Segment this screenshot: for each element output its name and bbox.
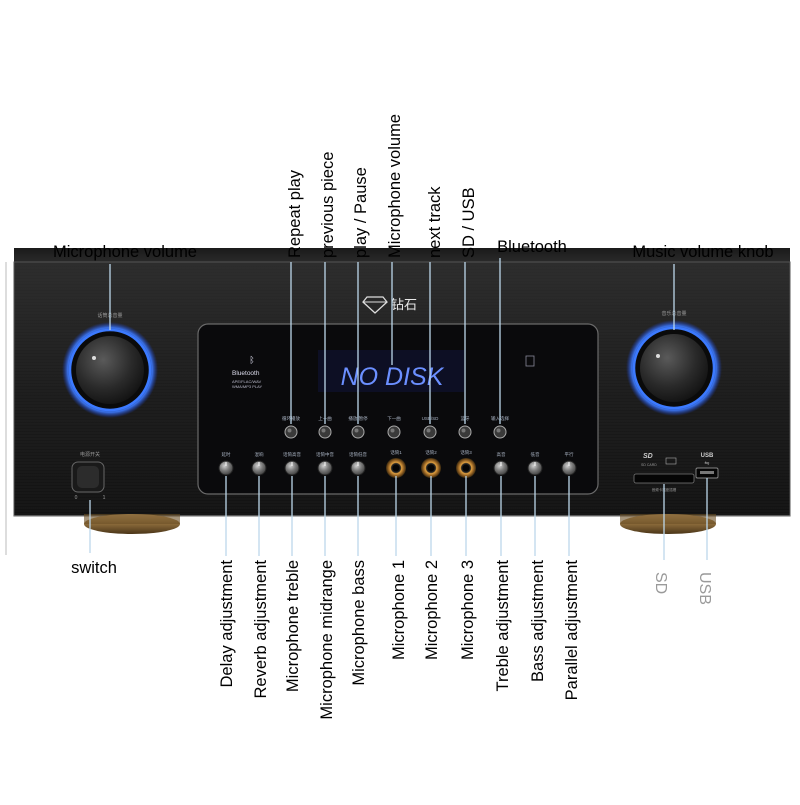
callout-top-vertical-4: Microphone volume (386, 114, 404, 258)
small-knob-5[interactable] (350, 460, 366, 476)
callout-bottom-vertical-8: Microphone 3 (459, 560, 477, 660)
callout-bottom-vertical-6: Microphone 1 (390, 560, 408, 660)
callout-right-vertical-2: USB (696, 572, 713, 605)
callout-top-vertical-6: SD / USB (460, 187, 478, 258)
callout-top-vertical-3: play / Pause (352, 167, 370, 258)
panel-button-label-4: 下一曲 (387, 415, 401, 422)
callout-top-vertical-5: next track (426, 186, 444, 258)
small-knob-label-3: 话筒高音 (283, 451, 301, 458)
brand-logo: 钻石 (362, 296, 417, 314)
panel-button-1[interactable] (284, 425, 298, 439)
right-vertical-callouts: SD USB (652, 572, 713, 605)
tone-knob-2[interactable] (527, 460, 543, 476)
tone-knob-label-2: 低音 (531, 451, 540, 458)
tone-knob-label-1: 高音 (497, 451, 506, 458)
mic-jack-2[interactable] (421, 458, 441, 478)
small-knob-1[interactable] (218, 460, 234, 476)
callout-bottom-vertical-10: Bass adjustment (529, 560, 547, 682)
panel-button-3[interactable] (351, 425, 365, 439)
bottom-vertical-callouts: Delay adjustment Reverb adjustment Microph… (218, 560, 581, 720)
power-position-1: 1 (103, 495, 106, 501)
media-ports: SD SD CARD 音频卡插座插槽 USB ⇋ (633, 453, 719, 492)
callout-bottom-vertical-2: Reverb adjustment (252, 560, 270, 699)
power-position-0: 0 (75, 495, 78, 501)
power-panel-label: 电源开关 (80, 451, 100, 458)
bluetooth-icon: ᛒ (249, 355, 254, 365)
sd-card-mini-icon (665, 457, 677, 465)
tone-knob-label-3: 平行 (565, 451, 574, 458)
sd-card-slot[interactable] (633, 473, 695, 484)
mic-volume-knob[interactable] (62, 322, 158, 418)
display-text: NO DISK (341, 363, 445, 391)
callout-bottom-vertical-7: Microphone 2 (423, 560, 441, 660)
small-knob-label-4: 话筒中音 (316, 451, 334, 458)
vfd-display: NO DISK (318, 350, 464, 392)
music-volume-knob[interactable] (626, 320, 722, 416)
power-switch[interactable] (71, 461, 105, 493)
tone-knob-3[interactable] (561, 460, 577, 476)
mic-jack-label-1: 话筒1 (390, 449, 402, 456)
usb-icon: ⇋ (704, 461, 709, 467)
remote-sensor-icon (525, 355, 535, 367)
mic-jack-1[interactable] (386, 458, 406, 478)
bluetooth-badge-title: Bluetooth (232, 370, 260, 377)
top-vertical-callouts: Repeat play previous piece play / Pause Mic… (286, 114, 478, 258)
callout-mic-volume-knob: Microphone volume (53, 243, 197, 261)
mic-jack-label-2: 话筒2 (425, 449, 437, 456)
knob-row: 延时 混响 话筒高音 话筒中音 话筒低音 话筒1 话筒2 话筒3 高音 低音 平行 (218, 449, 577, 478)
small-knob-3[interactable] (284, 460, 300, 476)
top-cover (14, 248, 790, 262)
callout-bottom-vertical-3: Microphone treble (284, 560, 302, 692)
callout-right-vertical-1: SD (652, 572, 669, 594)
callout-top-vertical-2: previous piece (319, 152, 337, 258)
callout-bottom-vertical-11: Parallel adjustment (563, 560, 581, 701)
brand-name: 钻石 (391, 297, 417, 312)
callout-bottom-vertical-9: Treble adjustment (494, 560, 512, 692)
callout-leader-lines (89, 258, 708, 560)
callout-top-vertical-1: Repeat play (286, 169, 304, 258)
panel-button-7[interactable] (493, 425, 507, 439)
callout-bottom-vertical-5: Microphone bass (350, 560, 368, 686)
center-glass-panel (197, 323, 599, 495)
panel-button-5[interactable] (423, 425, 437, 439)
small-knob-4[interactable] (317, 460, 333, 476)
tone-knob-1[interactable] (493, 460, 509, 476)
small-knob-2[interactable] (251, 460, 267, 476)
diamond-icon (362, 296, 388, 314)
callout-bluetooth: Bluetooth (497, 238, 567, 256)
small-knob-label-2: 混响 (255, 451, 264, 458)
small-knob-label-5: 话筒低音 (349, 451, 367, 458)
callout-bottom-vertical-4: Microphone midrange (318, 560, 336, 720)
panel-button-4[interactable] (387, 425, 401, 439)
usb-logo: USB (701, 453, 714, 459)
sd-logo: SD (643, 453, 653, 460)
mic-jack-label-3: 话筒3 (460, 449, 472, 456)
callout-music-volume-knob: Music volume knob (632, 243, 773, 261)
small-knob-label-1: 延时 (222, 451, 231, 458)
mic-jack-3[interactable] (456, 458, 476, 478)
panel-button-2[interactable] (318, 425, 332, 439)
panel-button-6[interactable] (458, 425, 472, 439)
callout-switch: switch (71, 559, 117, 577)
sd-card-sublabel: SD CARD (641, 463, 657, 467)
callout-bottom-vertical-1: Delay adjustment (218, 560, 236, 688)
